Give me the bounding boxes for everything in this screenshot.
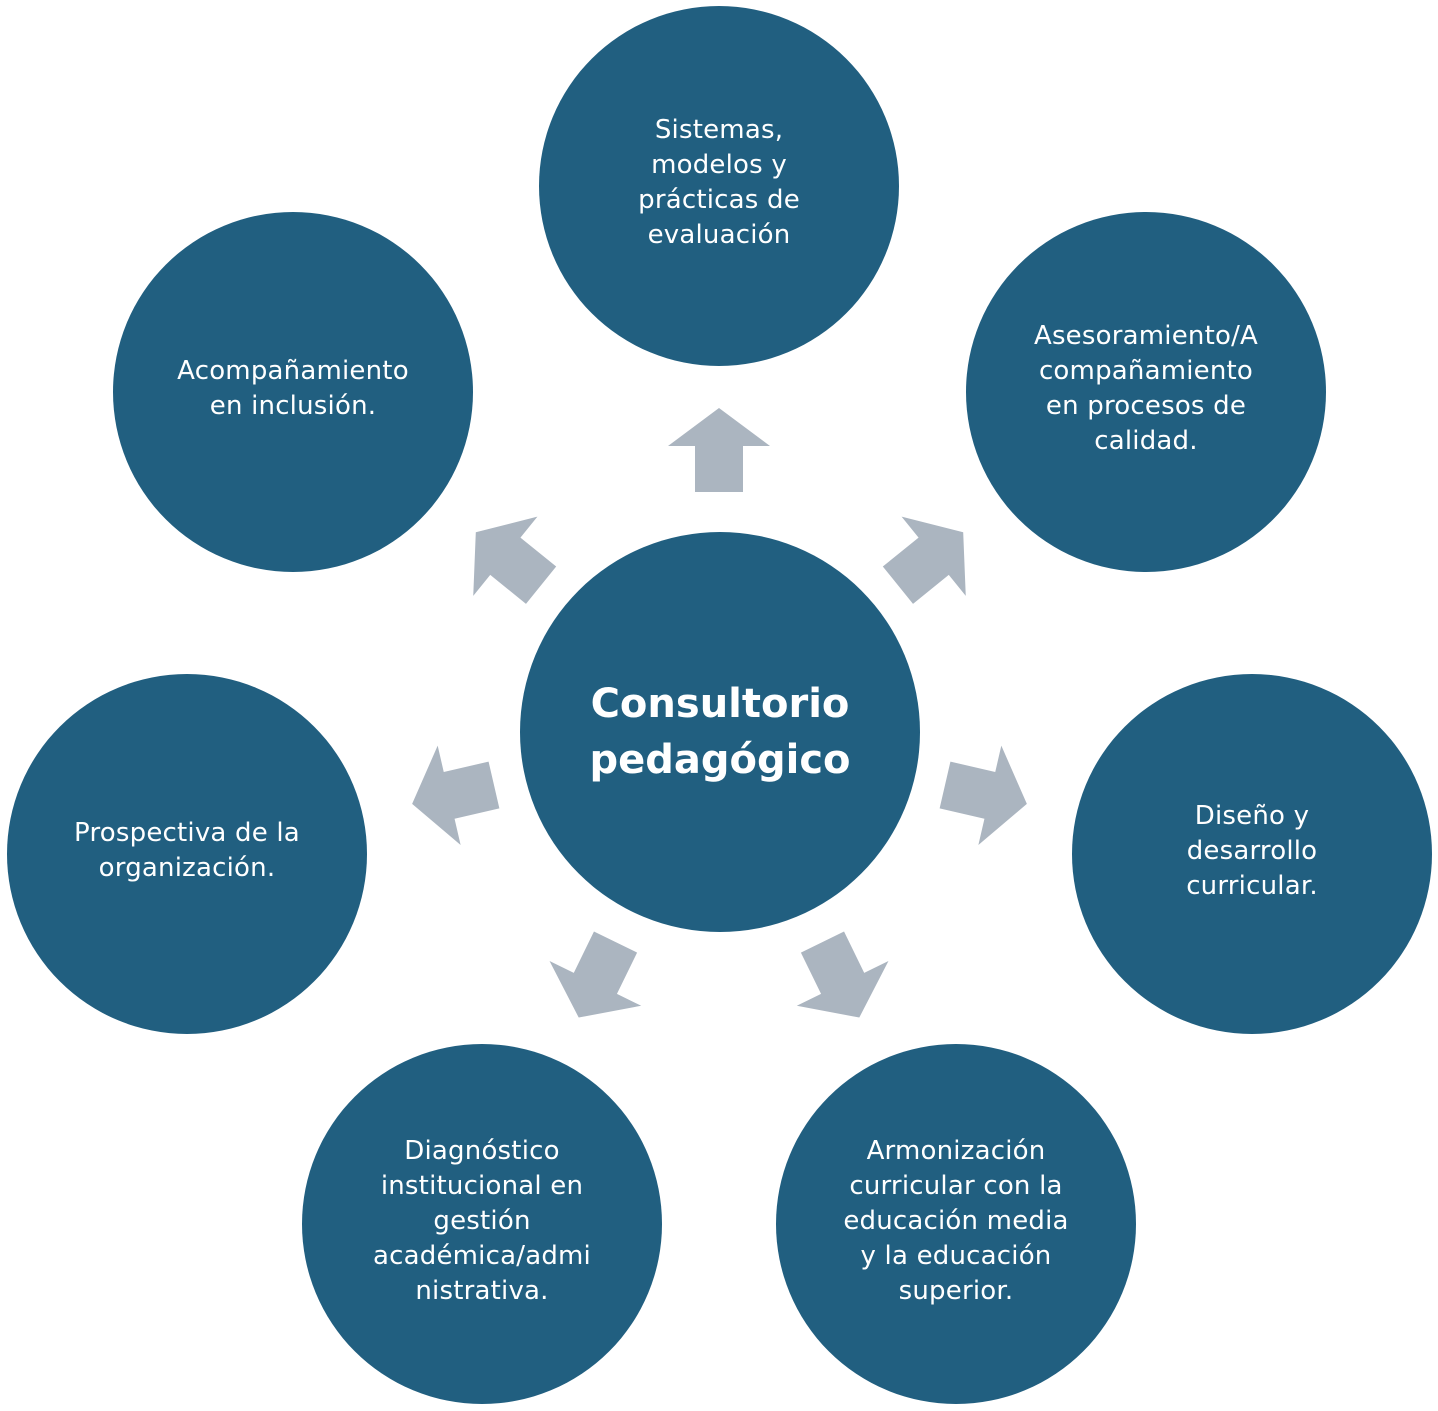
node-upper-left: Acompañamiento en inclusión. — [113, 212, 473, 572]
node-center: Consultorio pedagógico — [520, 532, 920, 932]
arrow-to-top — [668, 408, 770, 492]
node-upper-left-label: Acompañamiento en inclusión. — [177, 356, 409, 421]
node-upper-right-label: Asesoramiento/A compañamiento en proceso… — [1033, 321, 1259, 456]
node-lower-left-label: Diagnóstico institucional en gestión aca… — [373, 1135, 591, 1306]
center-label: Consultorio pedagógico — [589, 681, 851, 783]
arrow-to-left — [412, 745, 500, 846]
arrow-to-upper-left — [473, 516, 557, 604]
arrow-to-right — [939, 745, 1027, 846]
node-right: Diseño y desarrollo curricular. — [1072, 674, 1432, 1034]
node-lower-right: Armonización curricular con la educación… — [776, 1044, 1136, 1404]
node-top-label: Sistemas, modelos y prácticas de evaluac… — [638, 115, 800, 250]
arrow-to-upper-right — [882, 516, 966, 604]
node-left: Prospectiva de la organización. — [7, 674, 367, 1034]
arrow-to-lower-left — [549, 931, 642, 1018]
node-left-label: Prospectiva de la organización. — [74, 818, 300, 883]
node-lower-right-label: Armonización curricular con la educación… — [843, 1135, 1069, 1306]
node-right-label: Diseño y desarrollo curricular. — [1186, 800, 1318, 901]
node-lower-left: Diagnóstico institucional en gestión aca… — [302, 1044, 662, 1404]
arrow-to-lower-right — [796, 931, 889, 1018]
node-upper-right: Asesoramiento/A compañamiento en proceso… — [966, 212, 1326, 572]
node-top: Sistemas, modelos y prácticas de evaluac… — [539, 6, 899, 366]
